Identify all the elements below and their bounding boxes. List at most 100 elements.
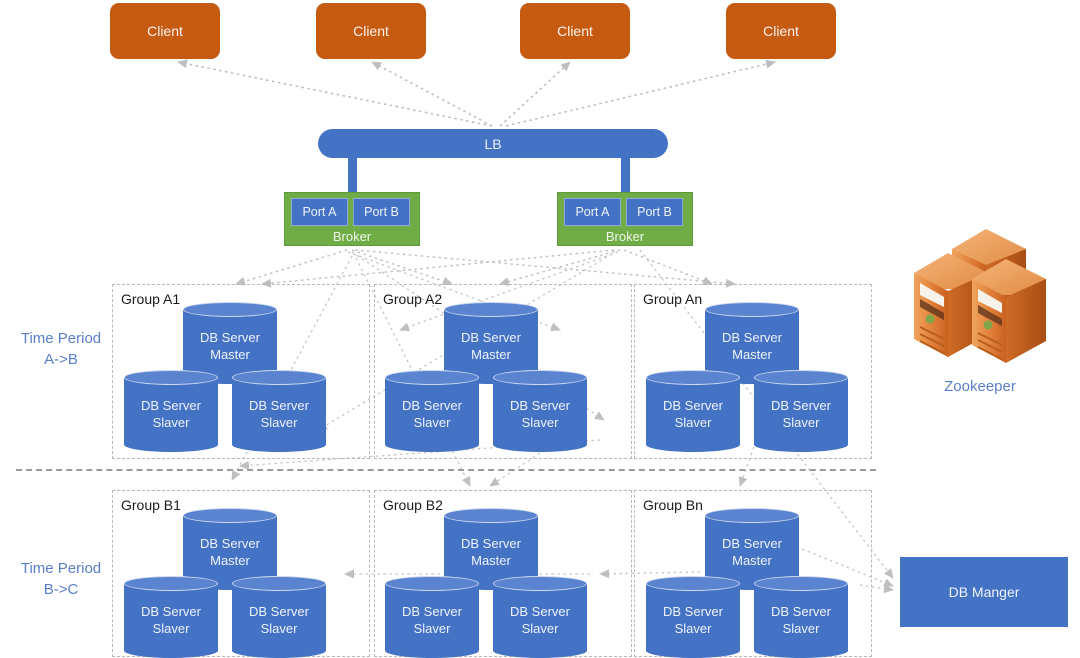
client-label: Client	[353, 23, 389, 39]
cylinder-body	[124, 377, 218, 445]
db-server-line2: Slaver	[674, 415, 712, 430]
db-server-line1: DB Server	[141, 398, 201, 413]
broker-label: Broker	[605, 229, 645, 244]
cylinder-top	[444, 508, 538, 523]
time-period-line1: Time Period	[20, 560, 102, 577]
group-box: Group A2	[374, 284, 632, 459]
group-label: Group B1	[121, 497, 181, 513]
cylinder-top	[754, 576, 848, 591]
broker-label: Broker	[332, 229, 372, 244]
port-b-box[interactable]: Port B	[626, 198, 683, 226]
port-a-box[interactable]: Port A	[291, 198, 348, 226]
client-label: Client	[763, 23, 799, 39]
broker-box-right[interactable]: Port A Port B Broker	[557, 192, 693, 246]
db-manger-box[interactable]: DB Manger	[900, 557, 1068, 627]
cylinder-top	[232, 576, 326, 591]
port-a-box[interactable]: Port A	[564, 198, 621, 226]
group-box: Group An	[634, 284, 872, 459]
broker-box-left[interactable]: Port A Port B Broker	[284, 192, 420, 246]
db-server-line2: Slaver	[152, 415, 190, 430]
db-server-line1: DB Server	[663, 398, 723, 413]
client-box-3[interactable]: Client	[520, 3, 630, 59]
client-box-4[interactable]: Client	[726, 3, 836, 59]
time-period-divider	[16, 469, 876, 471]
cylinder-top	[124, 576, 218, 591]
db-server-line2: Slaver	[521, 415, 559, 430]
broker-to-groupA-arrows	[235, 249, 736, 288]
cylinder-body	[444, 515, 538, 583]
cylinder-top	[183, 302, 277, 317]
group-label: Group Bn	[643, 497, 703, 513]
port-b-box[interactable]: Port B	[353, 198, 410, 226]
client-box-1[interactable]: Client	[110, 3, 220, 59]
db-server-line2: Slaver	[674, 621, 712, 636]
cylinder-body	[705, 309, 799, 377]
db-server-line1: DB Server	[249, 398, 309, 413]
group-label: Group An	[643, 291, 703, 307]
port-a-label: Port A	[302, 205, 337, 219]
lb-stem-left	[348, 156, 357, 194]
cylinder-body	[754, 377, 848, 445]
time-period-line2: B->C	[43, 581, 79, 598]
db-server-line1: DB Server	[141, 604, 201, 619]
group-label: Group A2	[383, 291, 443, 307]
group-box: Group A1	[112, 284, 370, 459]
server-tower-right	[972, 259, 1046, 363]
db-server-line1: DB Server	[461, 536, 521, 551]
db-server-line1: DB Server	[510, 398, 570, 413]
time-period-label-ab: Time Period A->B	[2, 328, 120, 370]
cylinder-top	[705, 508, 799, 523]
port-b-label: Port B	[637, 205, 672, 219]
db-server-line1: DB Server	[461, 330, 521, 345]
db-server-line2: Slaver	[782, 621, 820, 636]
cylinder-top	[232, 370, 326, 385]
client-box-2[interactable]: Client	[316, 3, 426, 59]
cylinder-body	[183, 515, 277, 583]
db-server-line2: Slaver	[413, 621, 451, 636]
db-server-line2: Master	[732, 553, 772, 568]
cylinder-body	[385, 583, 479, 651]
db-server-line2: Master	[210, 347, 250, 362]
cylinder-body	[646, 583, 740, 651]
load-balancer-bar[interactable]: LB	[318, 129, 668, 158]
port-a-label: Port A	[575, 205, 610, 219]
db-server-line2: Slaver	[413, 415, 451, 430]
lb-stem-right	[621, 156, 630, 194]
cylinder-body	[754, 583, 848, 651]
cylinder-body	[493, 377, 587, 445]
cylinder-body	[183, 309, 277, 377]
db-server-line2: Master	[471, 553, 511, 568]
cylinder-body	[646, 377, 740, 445]
db-server-line2: Master	[210, 553, 250, 568]
cylinder-body	[705, 515, 799, 583]
client-label: Client	[557, 23, 593, 39]
db-server-line1: DB Server	[771, 604, 831, 619]
cylinder-body	[385, 377, 479, 445]
db-server-line1: DB Server	[249, 604, 309, 619]
port-b-label: Port B	[364, 205, 399, 219]
